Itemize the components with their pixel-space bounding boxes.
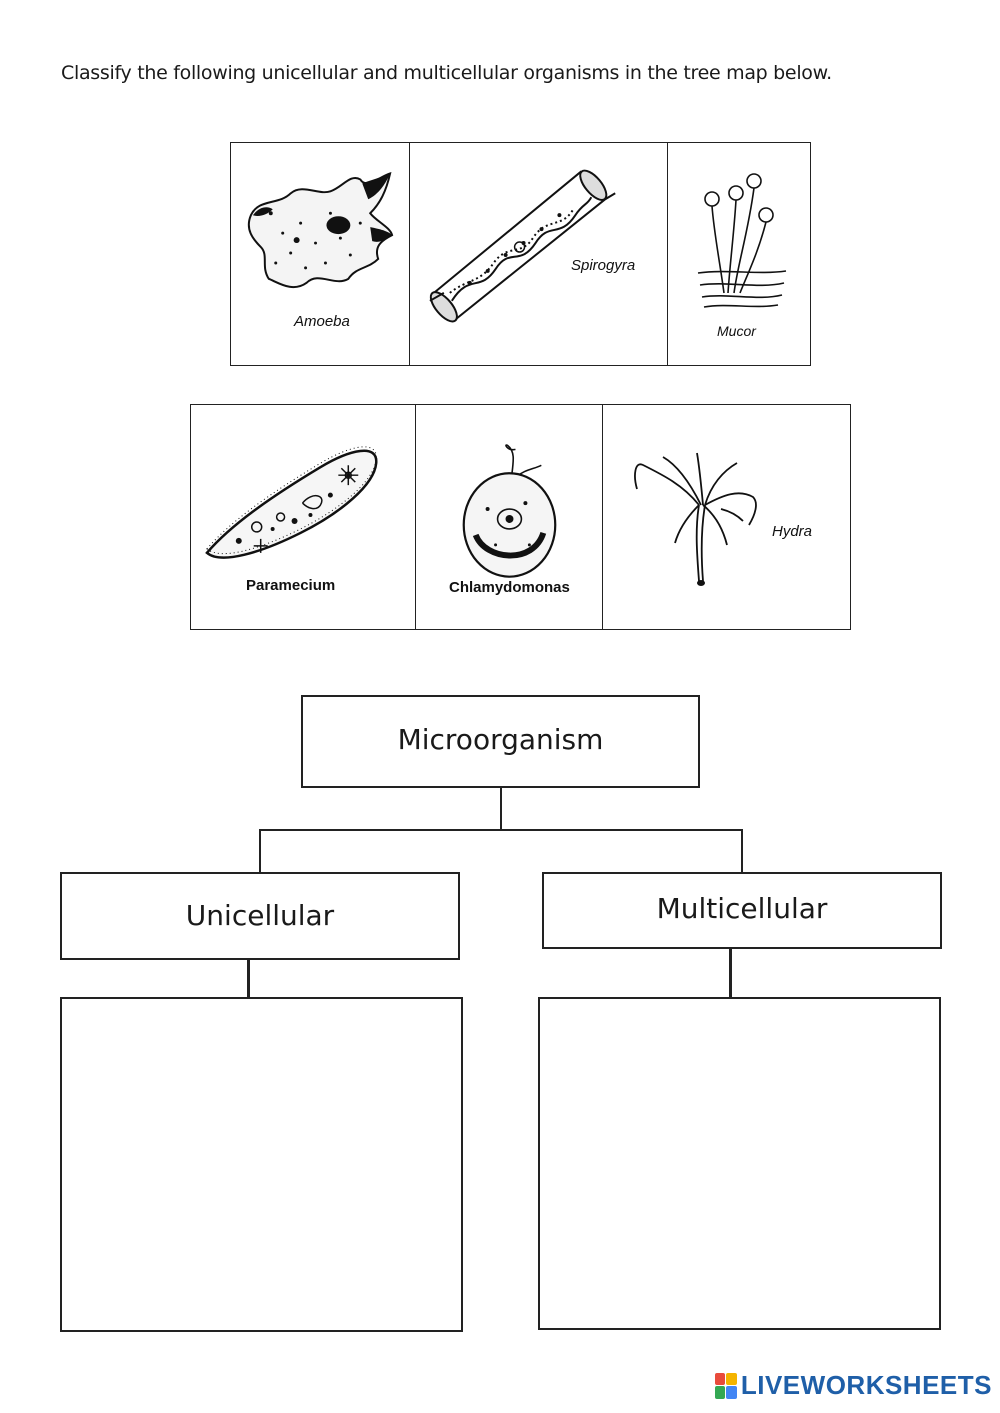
hydra-illustration — [634, 452, 757, 586]
unicellular-label: Unicellular — [185, 899, 335, 932]
watermark-text: LIVEWORKSHEETS — [740, 1370, 992, 1400]
liveworksheets-watermark: LIVEWORKSHEETS — [714, 1370, 992, 1401]
liveworksheets-logo-icon — [714, 1372, 737, 1399]
connector-unicellular-answer — [247, 960, 250, 998]
specimen-hydra: Hydra — [603, 405, 850, 629]
connector-root-down — [500, 788, 502, 830]
mucor-label: Mucor — [717, 323, 756, 339]
root-label: Microorganism — [397, 723, 604, 756]
spirogyra-label: Spirogyra — [571, 257, 636, 274]
unicellular-answer-box[interactable] — [60, 997, 463, 1332]
connector-right-down — [741, 829, 743, 872]
hydra-label: Hydra — [772, 523, 813, 540]
paramecium-label: Paramecium — [246, 577, 336, 594]
mucor-illustration — [697, 173, 787, 308]
specimen-mucor: Mucor — [668, 143, 810, 365]
connector-multicellular-answer — [729, 949, 732, 998]
multicellular-box: Multicellular — [542, 872, 942, 949]
specimen-paramecium: Paramecium — [191, 405, 416, 629]
instruction-text: Classify the following unicellular and m… — [61, 62, 832, 84]
unicellular-box: Unicellular — [60, 872, 460, 960]
specimen-chlamydomonas: Chlamydomonas — [416, 405, 603, 629]
chlamydomonas-illustration — [462, 444, 557, 578]
spirogyra-illustration — [429, 169, 616, 323]
paramecium-illustration — [205, 446, 378, 559]
specimen-amoeba: Amoeba — [231, 143, 410, 365]
multicellular-answer-box[interactable] — [538, 997, 941, 1330]
specimen-spirogyra: Spirogyra — [410, 143, 668, 365]
connector-left-down — [259, 829, 261, 872]
amoeba-label: Amoeba — [294, 313, 350, 330]
amoeba-illustration — [247, 171, 394, 288]
specimen-row-2: Paramecium Chlamydomonas — [190, 404, 851, 630]
multicellular-label: Multicellular — [656, 892, 828, 925]
chlamydomonas-label: Chlamydomonas — [449, 579, 570, 596]
connector-horizontal — [259, 829, 743, 831]
specimen-row-1: Amoeba Spirogyr — [230, 142, 811, 366]
root-box: Microorganism — [301, 695, 700, 788]
